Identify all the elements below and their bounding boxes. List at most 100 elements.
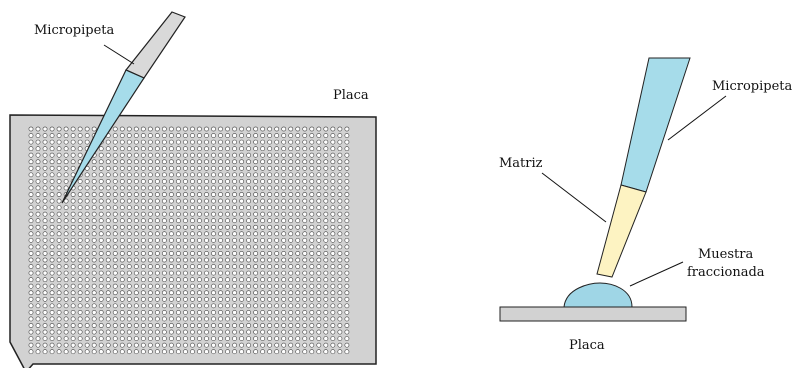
plate-well <box>239 192 244 197</box>
plate-well <box>35 224 41 230</box>
plate-well <box>176 159 181 165</box>
plate-well <box>337 159 343 165</box>
plate-well <box>260 139 266 145</box>
plate-well <box>63 342 69 348</box>
plate-well <box>98 146 104 152</box>
plate-well <box>253 342 259 348</box>
plate-well <box>337 165 343 171</box>
plate-well <box>316 290 322 296</box>
plate-well <box>183 251 188 256</box>
plate-well <box>302 349 308 355</box>
plate-well <box>225 152 230 158</box>
plate-well <box>309 159 315 165</box>
plate-well <box>147 257 153 263</box>
plate-well <box>91 178 97 184</box>
plate-well <box>260 323 266 328</box>
plate-well <box>330 296 336 302</box>
plate-well <box>154 139 160 145</box>
plate-well <box>49 303 55 309</box>
plate-well <box>190 264 195 269</box>
plate-well <box>176 198 181 204</box>
plate-well <box>288 152 294 158</box>
plate-well <box>204 336 209 341</box>
plate-well <box>288 323 294 328</box>
plate-well <box>197 336 202 341</box>
plate-well <box>267 270 273 276</box>
plate-well <box>239 172 244 178</box>
plate-well <box>119 316 125 322</box>
plate-well <box>35 323 41 328</box>
plate-well <box>77 336 83 341</box>
plate-well <box>218 251 223 256</box>
plate-well <box>112 224 118 230</box>
plate-well <box>183 323 188 328</box>
plate-well <box>35 264 41 269</box>
plate-well <box>147 277 153 283</box>
plate-well <box>63 172 69 178</box>
plate-well <box>274 244 280 250</box>
matrix-segment <box>596 184 647 278</box>
plate-well <box>232 192 237 197</box>
plate-well <box>147 198 153 204</box>
plate-well <box>330 231 336 237</box>
plate-well <box>168 192 174 197</box>
plate-well <box>119 126 125 132</box>
plate-well <box>84 185 90 191</box>
plate-well <box>281 172 287 178</box>
plate-well <box>77 192 83 197</box>
plate-well <box>330 336 336 341</box>
plate-well <box>218 303 223 309</box>
plate-well <box>190 329 195 335</box>
plate-well <box>218 237 223 243</box>
plate-well <box>126 152 132 158</box>
plate-well <box>232 237 237 243</box>
matrix-label: Matriz <box>499 156 543 171</box>
plate-well <box>147 126 153 132</box>
plate-well <box>190 146 195 152</box>
plate-well <box>112 336 118 341</box>
plate-well <box>119 251 125 256</box>
plate-well <box>288 205 294 210</box>
plate-well <box>302 323 308 328</box>
plate-well <box>190 231 195 237</box>
plate-well <box>246 277 252 283</box>
plate-well <box>253 146 259 152</box>
plate-well <box>218 211 223 217</box>
plate-well <box>323 336 329 341</box>
plate-well <box>140 205 146 210</box>
plate-well <box>183 172 188 178</box>
plate-well <box>260 329 266 335</box>
plate-well <box>337 211 343 217</box>
plate-well <box>119 165 125 171</box>
plate-well <box>232 316 237 322</box>
plate-well <box>309 198 315 204</box>
plate-well <box>190 218 195 224</box>
plate-well <box>42 323 48 328</box>
plate-well <box>176 224 181 230</box>
plate-well <box>330 211 336 217</box>
plate-well <box>176 316 181 322</box>
plate-well <box>112 303 118 309</box>
plate-well <box>302 126 308 132</box>
plate-well <box>154 178 160 184</box>
plate-well <box>267 277 273 283</box>
plate-well <box>190 126 195 132</box>
plate-well <box>295 257 301 263</box>
plate-well <box>119 290 125 296</box>
plate-well <box>337 126 343 132</box>
plate-well <box>197 257 202 263</box>
plate-well <box>302 244 308 250</box>
plate-well <box>176 342 181 348</box>
plate-well <box>154 257 160 263</box>
plate-well <box>344 283 350 289</box>
plate-well <box>91 303 97 309</box>
plate-well <box>337 152 343 158</box>
plate-well <box>126 309 132 315</box>
plate-well <box>302 270 308 276</box>
plate-well <box>77 264 83 269</box>
plate-well <box>28 323 34 328</box>
plate-well <box>323 211 329 217</box>
plate-well <box>204 277 209 283</box>
plate-well <box>70 336 76 341</box>
plate-well <box>344 257 350 263</box>
